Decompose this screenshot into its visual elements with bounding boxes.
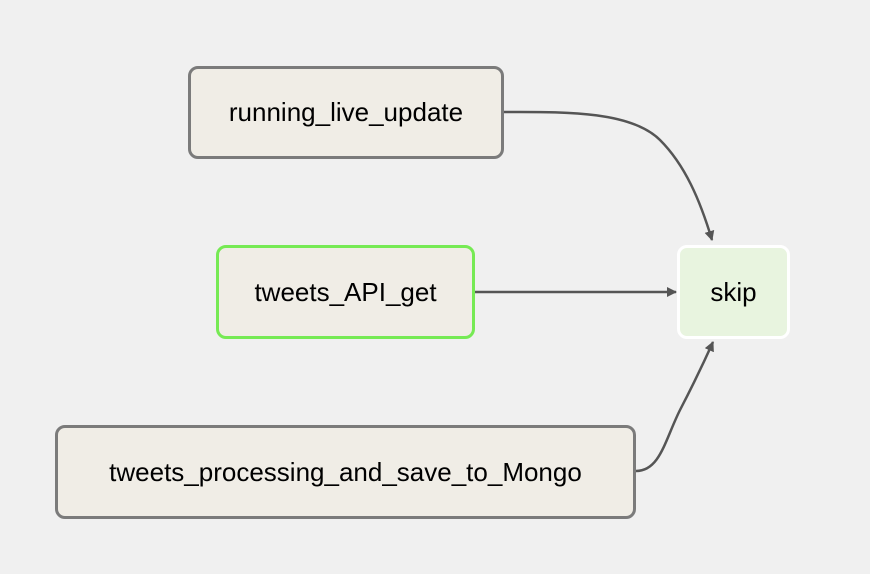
- task-node-skip[interactable]: skip: [677, 245, 790, 339]
- task-node-label: tweets_API_get: [254, 276, 437, 307]
- task-node-tweets-processing-and-save-to-mongo[interactable]: tweets_processing_and_save_to_Mongo: [55, 425, 636, 519]
- task-node-label: running_live_update: [228, 97, 464, 127]
- task-node-label: tweets_processing_and_save_to_Mongo: [109, 456, 582, 487]
- edge-running-live-update-to-skip: [503, 110, 715, 241]
- task-node-running-live-update[interactable]: running_live_update: [188, 66, 504, 159]
- task-node-label: skip: [710, 276, 757, 307]
- task-node-tweets-api-get[interactable]: tweets_API_get: [216, 245, 475, 339]
- edge-tweets-processing-to-skip: [635, 341, 715, 473]
